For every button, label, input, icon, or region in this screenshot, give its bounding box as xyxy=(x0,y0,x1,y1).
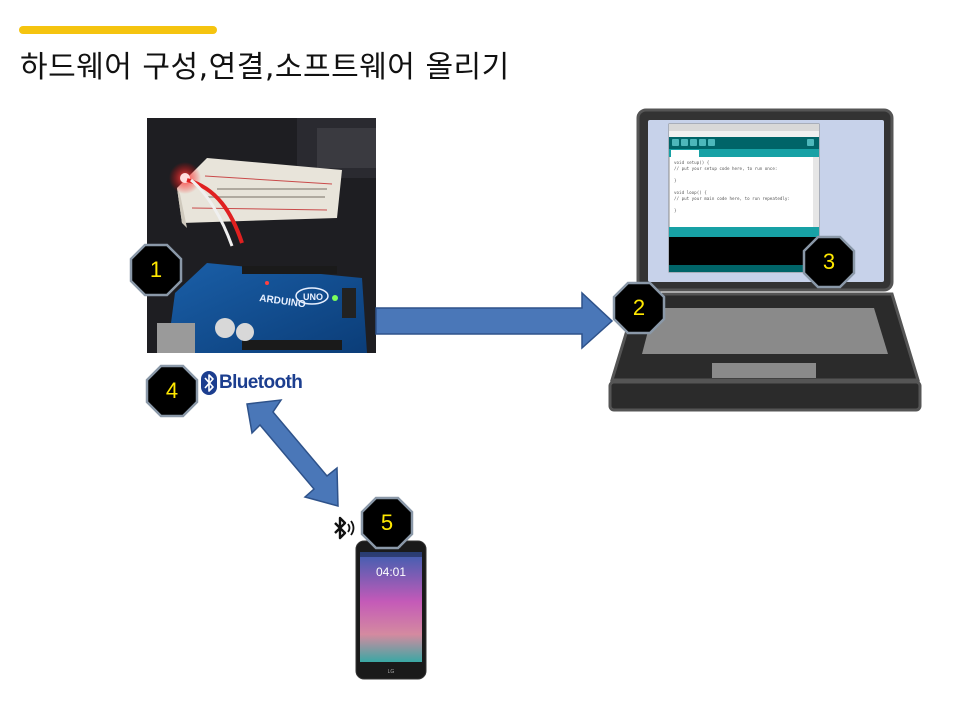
slide-title: 하드웨어 구성,연결,소프트웨어 올리기 xyxy=(20,50,510,85)
step-badge-4: 4 xyxy=(145,364,199,418)
arduino-breadboard-photo: ARDUINO UNO xyxy=(147,118,376,353)
ide-code-line: // put your setup code here, to run once… xyxy=(674,166,777,171)
title-accent-bar xyxy=(19,26,217,34)
phone-clock: 04:01 xyxy=(376,565,406,579)
step-badge-3: 3 xyxy=(802,235,856,289)
bluetooth-signal-icon xyxy=(332,514,356,544)
bluetooth-label: Bluetooth xyxy=(219,372,303,393)
ide-code-area: void setup() { // put your setup code he… xyxy=(674,160,790,213)
bluetooth-icon xyxy=(201,371,217,395)
ide-code-line: } xyxy=(674,178,677,183)
laptop-image: void setup() { // put your setup code he… xyxy=(608,108,922,414)
step-badge-label: 3 xyxy=(822,249,836,274)
usb-connection-arrow xyxy=(375,291,614,350)
ide-code-line: } xyxy=(674,208,677,213)
ide-code-line: void loop() { xyxy=(674,190,707,195)
step-badge-label: 2 xyxy=(632,295,646,320)
step-badge-label: 5 xyxy=(380,510,394,535)
step-badge-label: 1 xyxy=(149,257,163,282)
step-badge-2: 2 xyxy=(612,281,666,335)
step-badge-5: 5 xyxy=(360,496,414,550)
step-badge-1: 1 xyxy=(129,243,183,297)
ide-code-line: void setup() { xyxy=(674,160,710,165)
step-badge-label: 4 xyxy=(165,378,179,403)
smartphone-image: 04:01 LG xyxy=(355,540,427,680)
ide-code-line: // put your main code here, to run repea… xyxy=(674,196,790,201)
bluetooth-connection-arrow xyxy=(246,399,339,507)
phone-brand: LG xyxy=(388,669,395,675)
bluetooth-logo: Bluetooth xyxy=(201,370,303,396)
svg-text:UNO: UNO xyxy=(303,292,323,302)
